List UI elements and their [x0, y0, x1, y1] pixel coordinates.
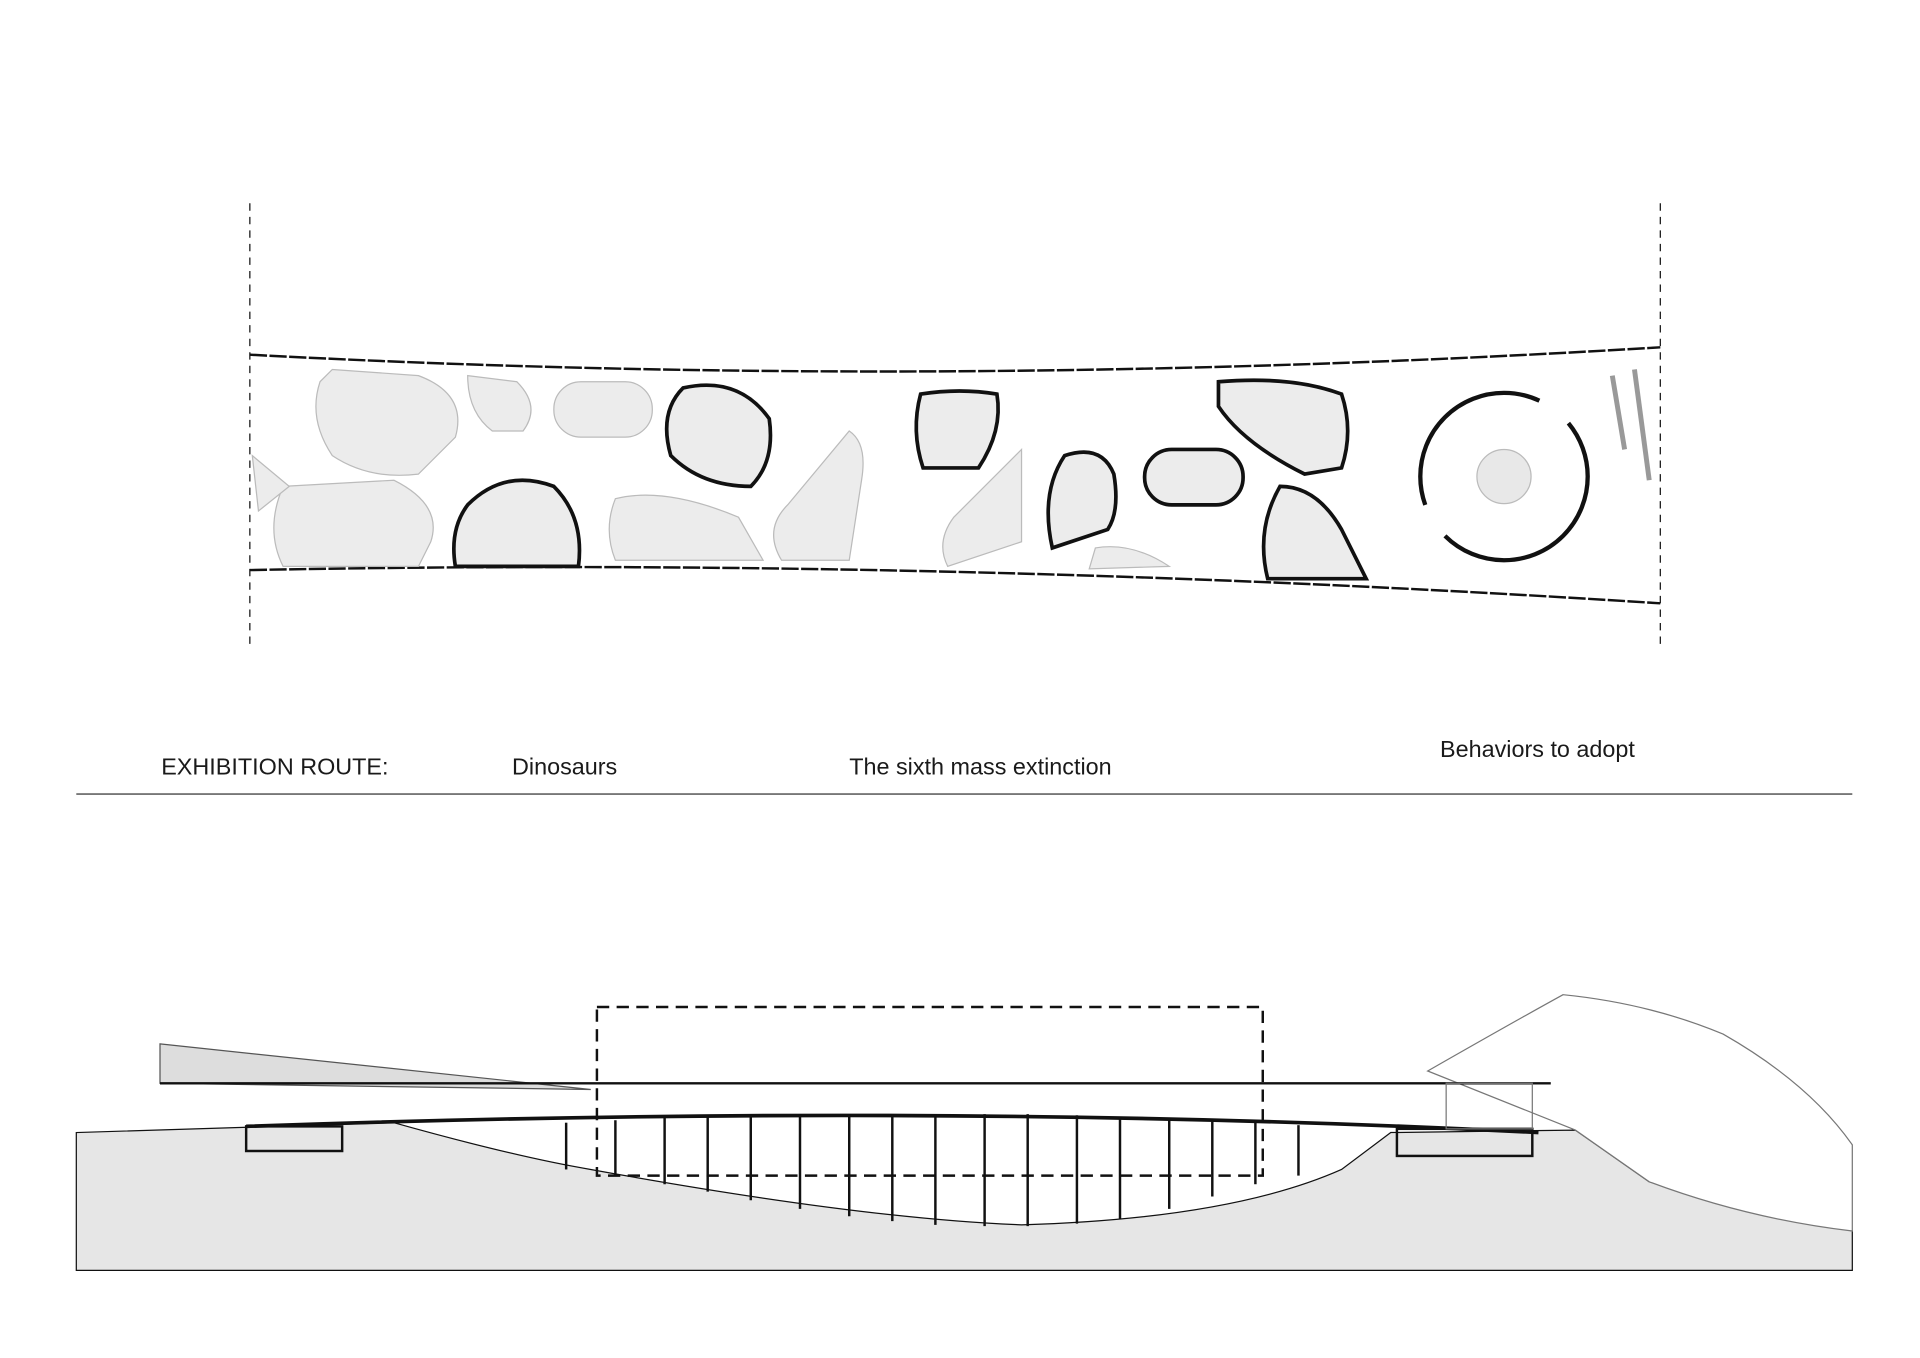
walkway — [246, 1113, 1539, 1135]
detail-frame — [595, 1005, 1264, 1177]
pavilion-core — [1476, 448, 1532, 505]
exhibit-islands — [251, 368, 1370, 581]
label-dinosaurs: Dinosaurs — [512, 753, 617, 779]
circular-pavilion — [1418, 390, 1590, 563]
label-sixth-mass-extinction: The sixth mass extinction — [849, 753, 1111, 779]
exhibition-route-label: EXHIBITION ROUTE: — [161, 753, 388, 779]
ground — [75, 1122, 1853, 1272]
label-behaviors-to-adopt: Behaviors to adopt — [1440, 736, 1635, 762]
facade-top — [249, 346, 1661, 373]
columns — [564, 1114, 1300, 1227]
section-drawing — [75, 994, 1853, 1272]
floor-plan — [249, 203, 1661, 647]
roof-left — [159, 1043, 591, 1091]
hill — [1426, 994, 1853, 1232]
facade-bottom — [249, 565, 1661, 605]
